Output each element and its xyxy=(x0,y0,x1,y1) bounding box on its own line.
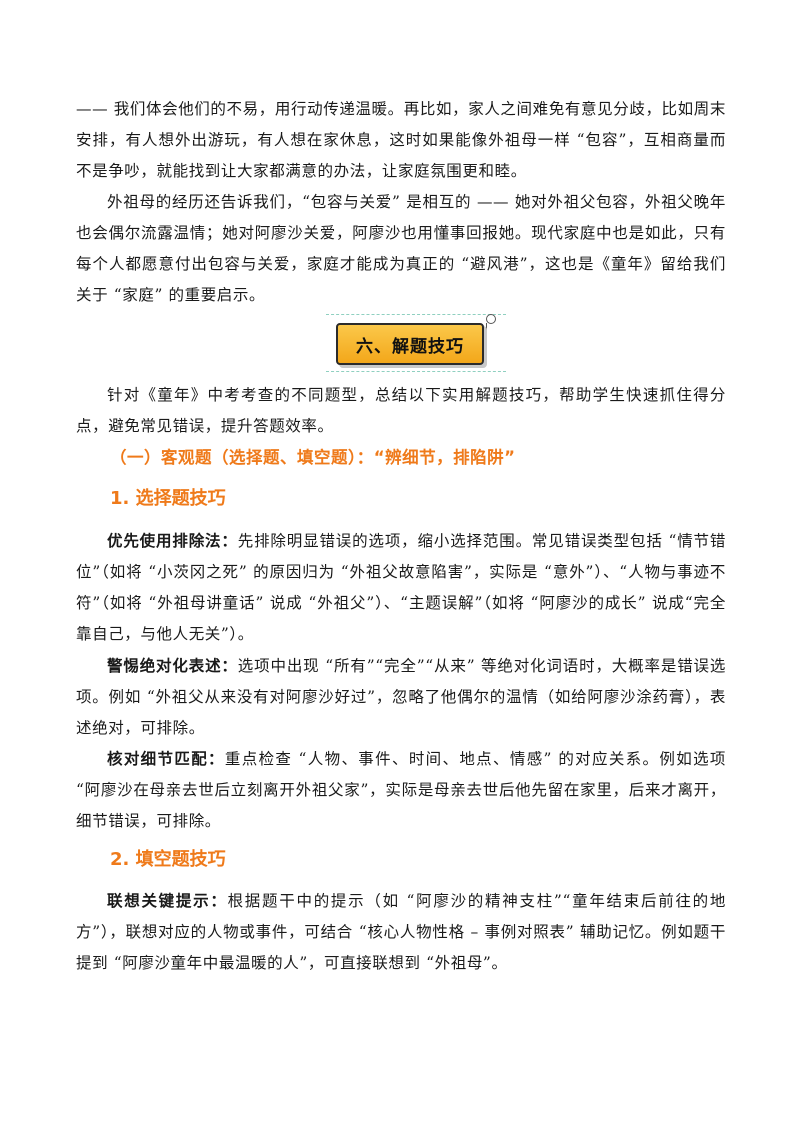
tip-elimination: 优先使用排除法：先排除明显错误的选项，缩小选择范围。常见错误类型包括 “情节错位… xyxy=(76,525,726,650)
subheading-objective: （一）客观题（选择题、填空题）：“辨细节，排陷阱” xyxy=(110,448,516,467)
section-title-banner: 六、解题技巧 xyxy=(326,314,510,374)
banner-top-dash xyxy=(326,314,506,315)
paragraph-intro: 针对《童年》中考考查的不同题型，总结以下实用解题技巧，帮助学生快速抓住得分点，避… xyxy=(76,386,726,435)
paragraph-family-harmony: —— 我们体会他们的不易，用行动传递温暖。再比如，家人之间难免有意见分歧，比如周… xyxy=(76,100,726,180)
tip-lead: 警惕绝对化表述： xyxy=(107,656,238,675)
tip-text: 重点检查 “人物、事件、时间、地点、情感” 的对应关系。例如选项 “阿廖沙在母亲… xyxy=(76,750,727,830)
pin-stem xyxy=(486,323,487,333)
section-title: 六、解题技巧 xyxy=(336,323,484,365)
paragraph-tolerance-care: 外祖母的经历还告诉我们，“包容与关爱” 是相互的 —— 她对外祖父包容，外祖父晚… xyxy=(76,193,726,304)
tip-text: 选项中出现 “所有”“完全”“从来” 等绝对化词语时，大概率是错误选项。例如 “… xyxy=(76,657,726,737)
tip-lead: 联想关键提示： xyxy=(107,891,228,910)
pin-icon xyxy=(486,314,496,324)
tip-association: 联想关键提示：根据题干中的提示（如 “阿廖沙的精神支柱”“童年结束后前往的地方”… xyxy=(76,885,726,979)
tip-absolute-words: 警惕绝对化表述：选项中出现 “所有”“完全”“从来” 等绝对化词语时，大概率是错… xyxy=(76,650,726,744)
tip-text: 根据题干中的提示（如 “阿廖沙的精神支柱”“童年结束后前往的地方”），联想对应的… xyxy=(76,892,726,972)
tip-detail-match: 核对细节匹配：重点检查 “人物、事件、时间、地点、情感” 的对应关系。例如选项 … xyxy=(76,743,726,837)
tip-lead: 核对细节匹配： xyxy=(107,749,225,768)
tip-text: 先排除明显错误的选项，缩小选择范围。常见错误类型包括 “情节错位”（如将 “小茨… xyxy=(76,532,726,643)
tip-lead: 优先使用排除法： xyxy=(107,531,238,550)
heading-choice-tips: 1. 选择题技巧 xyxy=(110,488,226,509)
banner-bottom-dash xyxy=(326,371,506,372)
heading-fill-tips: 2. 填空题技巧 xyxy=(110,849,226,870)
